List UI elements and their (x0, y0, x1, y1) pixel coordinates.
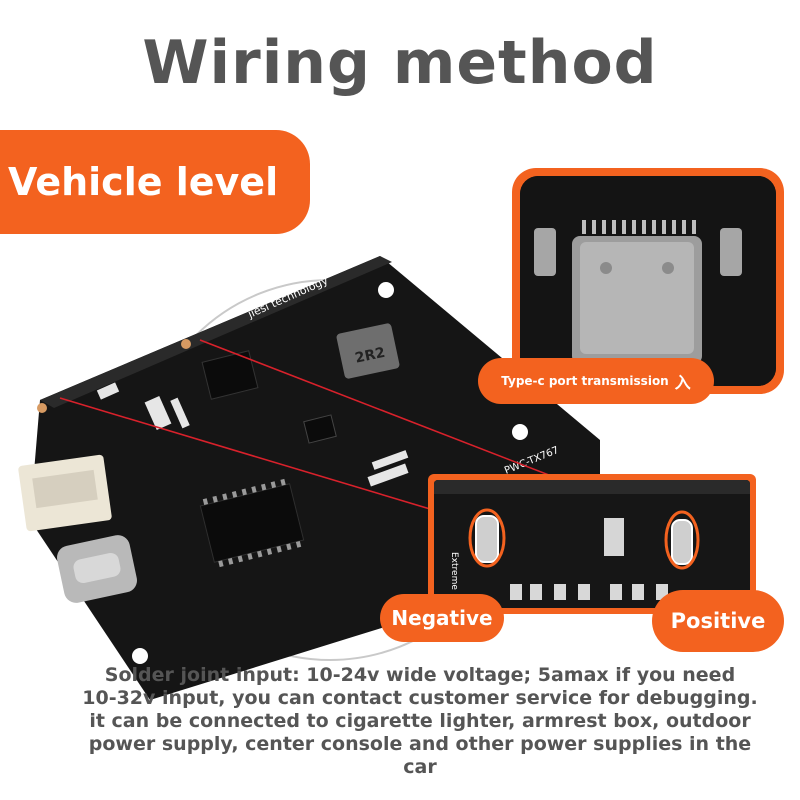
description-line: power supply, center console and other p… (88, 733, 752, 755)
wire-to-negative-pad (59, 397, 481, 525)
mounting-hole (512, 424, 528, 440)
inductor (336, 323, 400, 379)
vehicle-level-label: Vehicle level (8, 160, 279, 204)
type-c-closeup (520, 176, 776, 386)
solder-pad (181, 339, 191, 349)
positive-label: Positive (652, 590, 784, 652)
vehicle-level-badge: Vehicle level (0, 130, 310, 234)
solder-pad-zoom-image: Extreme (434, 480, 750, 608)
positive-solder-pad (671, 519, 693, 565)
description-line: car (403, 756, 437, 778)
mounting-hole (132, 648, 148, 664)
description-line: Solder joint input: 10-24v wide voltage;… (104, 664, 736, 686)
type-c-zoom-callout (512, 168, 784, 394)
edge-pads (96, 382, 409, 487)
type-c-zoom-image (520, 176, 776, 386)
solder-pad-closeup: Extreme (434, 480, 750, 608)
inductor-code: 2R2 (354, 345, 387, 367)
small-ic-chip (303, 414, 337, 444)
description-line: 10-32v input, you can contact customer s… (82, 687, 758, 709)
type-c-port-glyph: 入 (674, 373, 691, 392)
type-c-port-label: Type-c port transmission (501, 374, 669, 388)
description-line: it can be connected to cigarette lighter… (89, 710, 751, 732)
pcb-edge (40, 256, 392, 408)
negative-label: Negative (380, 594, 504, 642)
description-text: Solder joint input: 10-24v wide voltage;… (70, 664, 770, 779)
mosfet-chip (201, 350, 259, 400)
type-c-port-caption: Type-c port transmission 入 (478, 358, 714, 404)
pad-silk-label: Extreme (449, 552, 459, 590)
mounting-hole (378, 282, 394, 298)
negative-solder-pad (475, 515, 499, 563)
solder-pad (37, 403, 47, 413)
page-title: Wiring method (142, 28, 658, 98)
